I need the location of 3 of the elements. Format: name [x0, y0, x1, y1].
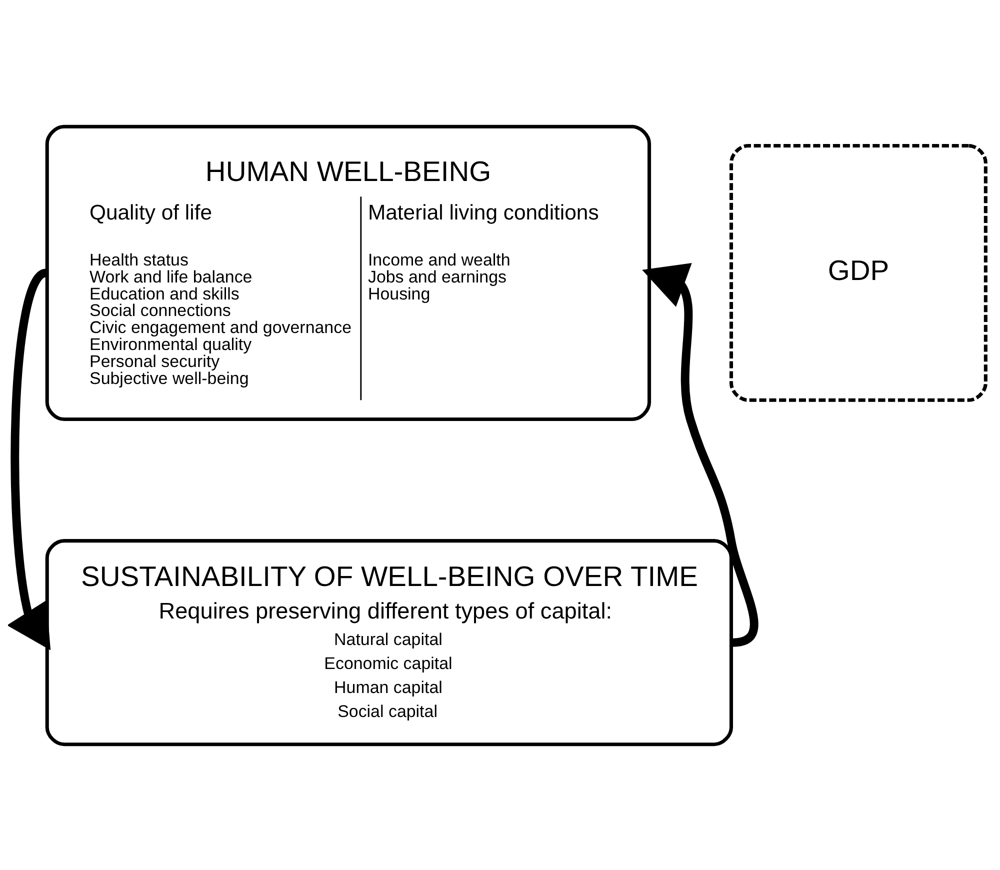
- node-box: GDP: [729, 143, 988, 402]
- node-box: HUMAN WELL-BEING Quality of life Health status Work and life balance Education and skills Social connections Civic engagement and governance Environmental quality Personal security Subjective well-being Material living conditions Income and wealth Jobs and earnings Housing: [45, 124, 652, 421]
- node-box: SUSTAINABILITY OF WELL-BEING OVER TIME Requires preserving different types of capital: Natural capital Economic capital Human capital Social capital: [45, 538, 734, 746]
